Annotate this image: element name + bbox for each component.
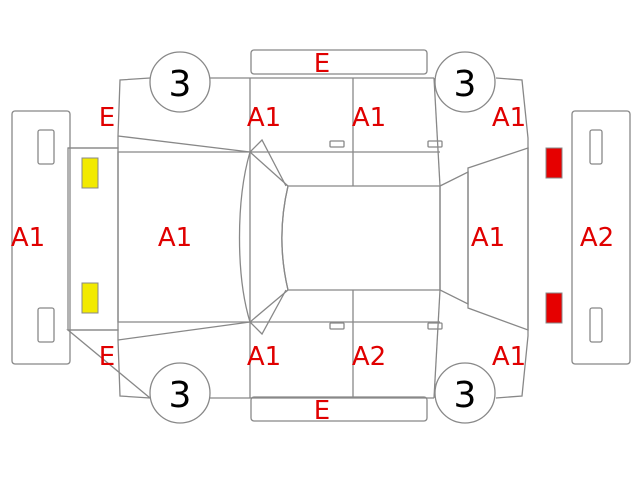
front-left-fender-line [117, 135, 251, 153]
taillight-bottom-icon [545, 292, 563, 324]
wheel-front-right[interactable] [149, 362, 211, 424]
code-rear-bumper: A2 [580, 223, 614, 253]
mirror-right [249, 289, 287, 336]
wheel-rear-right-label: 3 [454, 375, 477, 416]
door-handle-front-right [329, 322, 345, 330]
rear-window [439, 170, 469, 306]
code-front-right-fender: E [99, 342, 115, 372]
trunk-panel[interactable] [467, 147, 529, 331]
door-handle-rear-right [427, 322, 443, 330]
code-rear-right-fender: A1 [492, 342, 526, 372]
car-body-outline [66, 77, 529, 399]
taillight-top-icon [545, 147, 563, 179]
code-bottom-bumper: E [314, 396, 330, 426]
door-handle-front-left [329, 140, 345, 148]
code-top-bumper: E [314, 49, 330, 79]
code-rear-right-door: A2 [352, 342, 386, 372]
door-handle-rear-left [427, 140, 443, 148]
top-side-panel[interactable] [250, 49, 428, 75]
code-front-left-door: A1 [247, 103, 281, 133]
headlight-bottom-icon [81, 282, 99, 314]
code-rear-left-door: A1 [352, 103, 386, 133]
code-trunk: A1 [471, 223, 505, 253]
code-front-bumper: A1 [11, 223, 45, 253]
front-bumper-notch-top [37, 129, 55, 165]
wheel-rear-left[interactable] [434, 51, 496, 113]
wheel-front-left-label: 3 [169, 64, 192, 105]
hood-outline[interactable] [67, 147, 119, 331]
rear-bumper-panel[interactable] [571, 110, 631, 365]
front-bumper-notch-bottom [37, 307, 55, 343]
bottom-side-panel[interactable] [250, 396, 428, 422]
c-pillar-bottom [433, 289, 441, 399]
front-bumper-panel[interactable] [11, 110, 71, 365]
mirror-left [249, 138, 287, 187]
wheel-front-left[interactable] [149, 51, 211, 113]
front-right-fender-line [117, 321, 251, 341]
rear-bumper-notch-bottom [589, 307, 603, 343]
wheel-front-right-label: 3 [169, 375, 192, 416]
windshield [238, 150, 289, 324]
wheel-rear-right[interactable] [434, 362, 496, 424]
wheel-rear-left-label: 3 [454, 64, 477, 105]
roof-panel[interactable] [281, 185, 441, 291]
code-hood: A1 [158, 223, 192, 253]
code-front-left-fender: E [99, 103, 115, 133]
headlight-top-icon [81, 157, 99, 189]
code-rear-left-fender: A1 [492, 103, 526, 133]
code-front-right-door: A1 [247, 342, 281, 372]
rear-bumper-notch-top [589, 129, 603, 165]
c-pillar-top [433, 77, 441, 187]
